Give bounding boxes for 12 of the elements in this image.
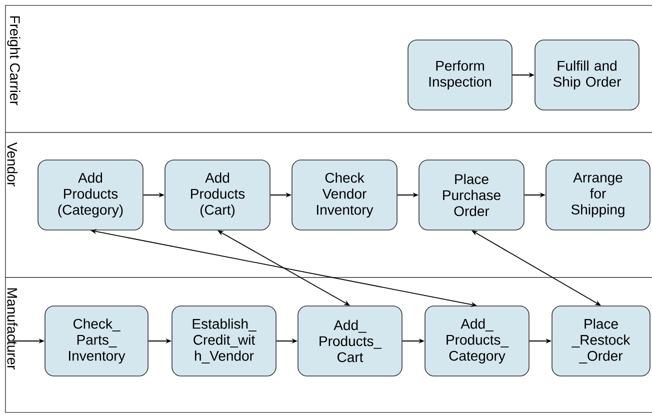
process-box: Add_ Products_ Category — [424, 306, 530, 376]
process-box: Check_ Parts_ Inventory — [44, 306, 148, 376]
process-box: Check Vendor Inventory — [292, 160, 398, 230]
process-box: Establish_ Credit_wit h_Vendor — [172, 306, 276, 376]
process-box: Arrange for Shipping — [546, 160, 650, 230]
process-box: Fulfill and Ship Order — [534, 40, 640, 110]
process-box: Add Products (Category) — [38, 160, 144, 230]
process-box: Add Products (Cart) — [164, 160, 270, 230]
process-box: Place _Restock _Order — [552, 306, 650, 376]
process-box: Perform Inspection — [408, 40, 512, 110]
process-box: Add_ Products_ Cart — [298, 306, 402, 376]
process-box: Place Purchase Order — [418, 160, 524, 230]
